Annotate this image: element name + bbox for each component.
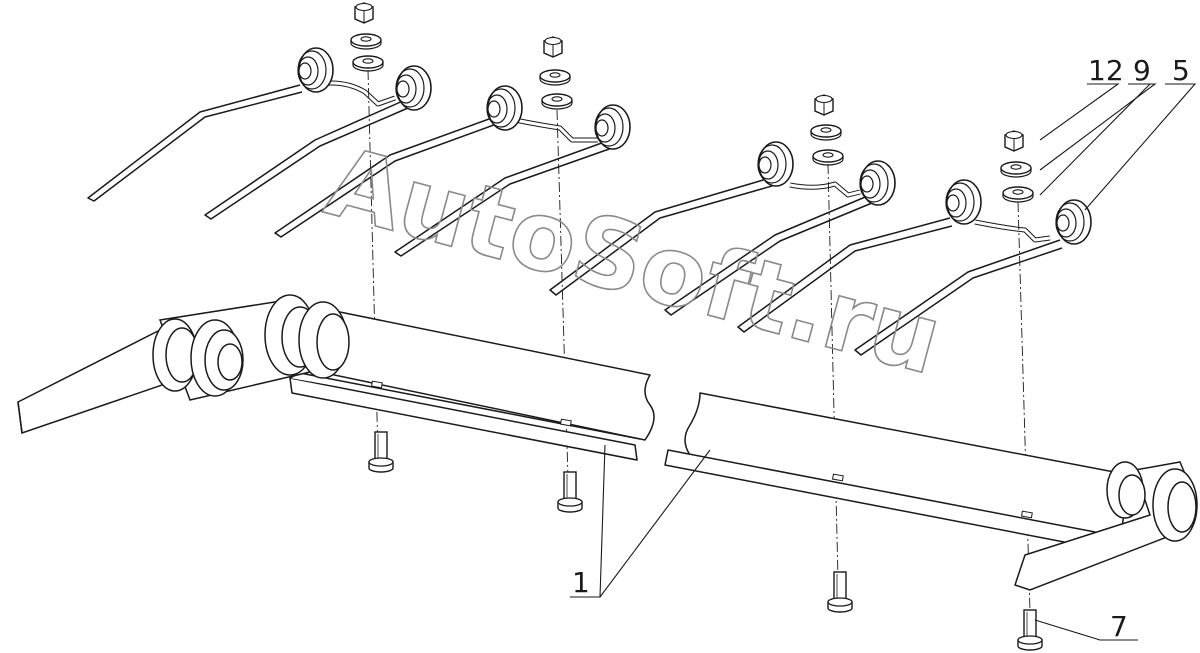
- fastener-stack-1: [350, 2, 384, 72]
- mounting-slots: [370, 380, 1033, 519]
- spring-tine-1: [87, 47, 432, 220]
- leader-lines: [570, 83, 1197, 641]
- spring-tine-4: [737, 179, 1092, 356]
- callout-7: 7: [1110, 610, 1128, 643]
- callout-1: 1: [572, 566, 590, 599]
- spring-tine-3: [549, 141, 896, 316]
- callout-5: 5: [1172, 54, 1190, 87]
- callout-12: 12: [1088, 54, 1124, 87]
- tine-bar-shaft: [289, 309, 1131, 548]
- right-crank-assembly: [1014, 461, 1198, 591]
- fastener-stack-3: [810, 94, 844, 166]
- fastener-stack-2: [539, 36, 573, 110]
- callout-9: 9: [1133, 54, 1151, 87]
- spring-tine-2: [274, 85, 631, 257]
- fastener-stack-4: [1000, 130, 1034, 203]
- left-crank-assembly: [17, 294, 350, 435]
